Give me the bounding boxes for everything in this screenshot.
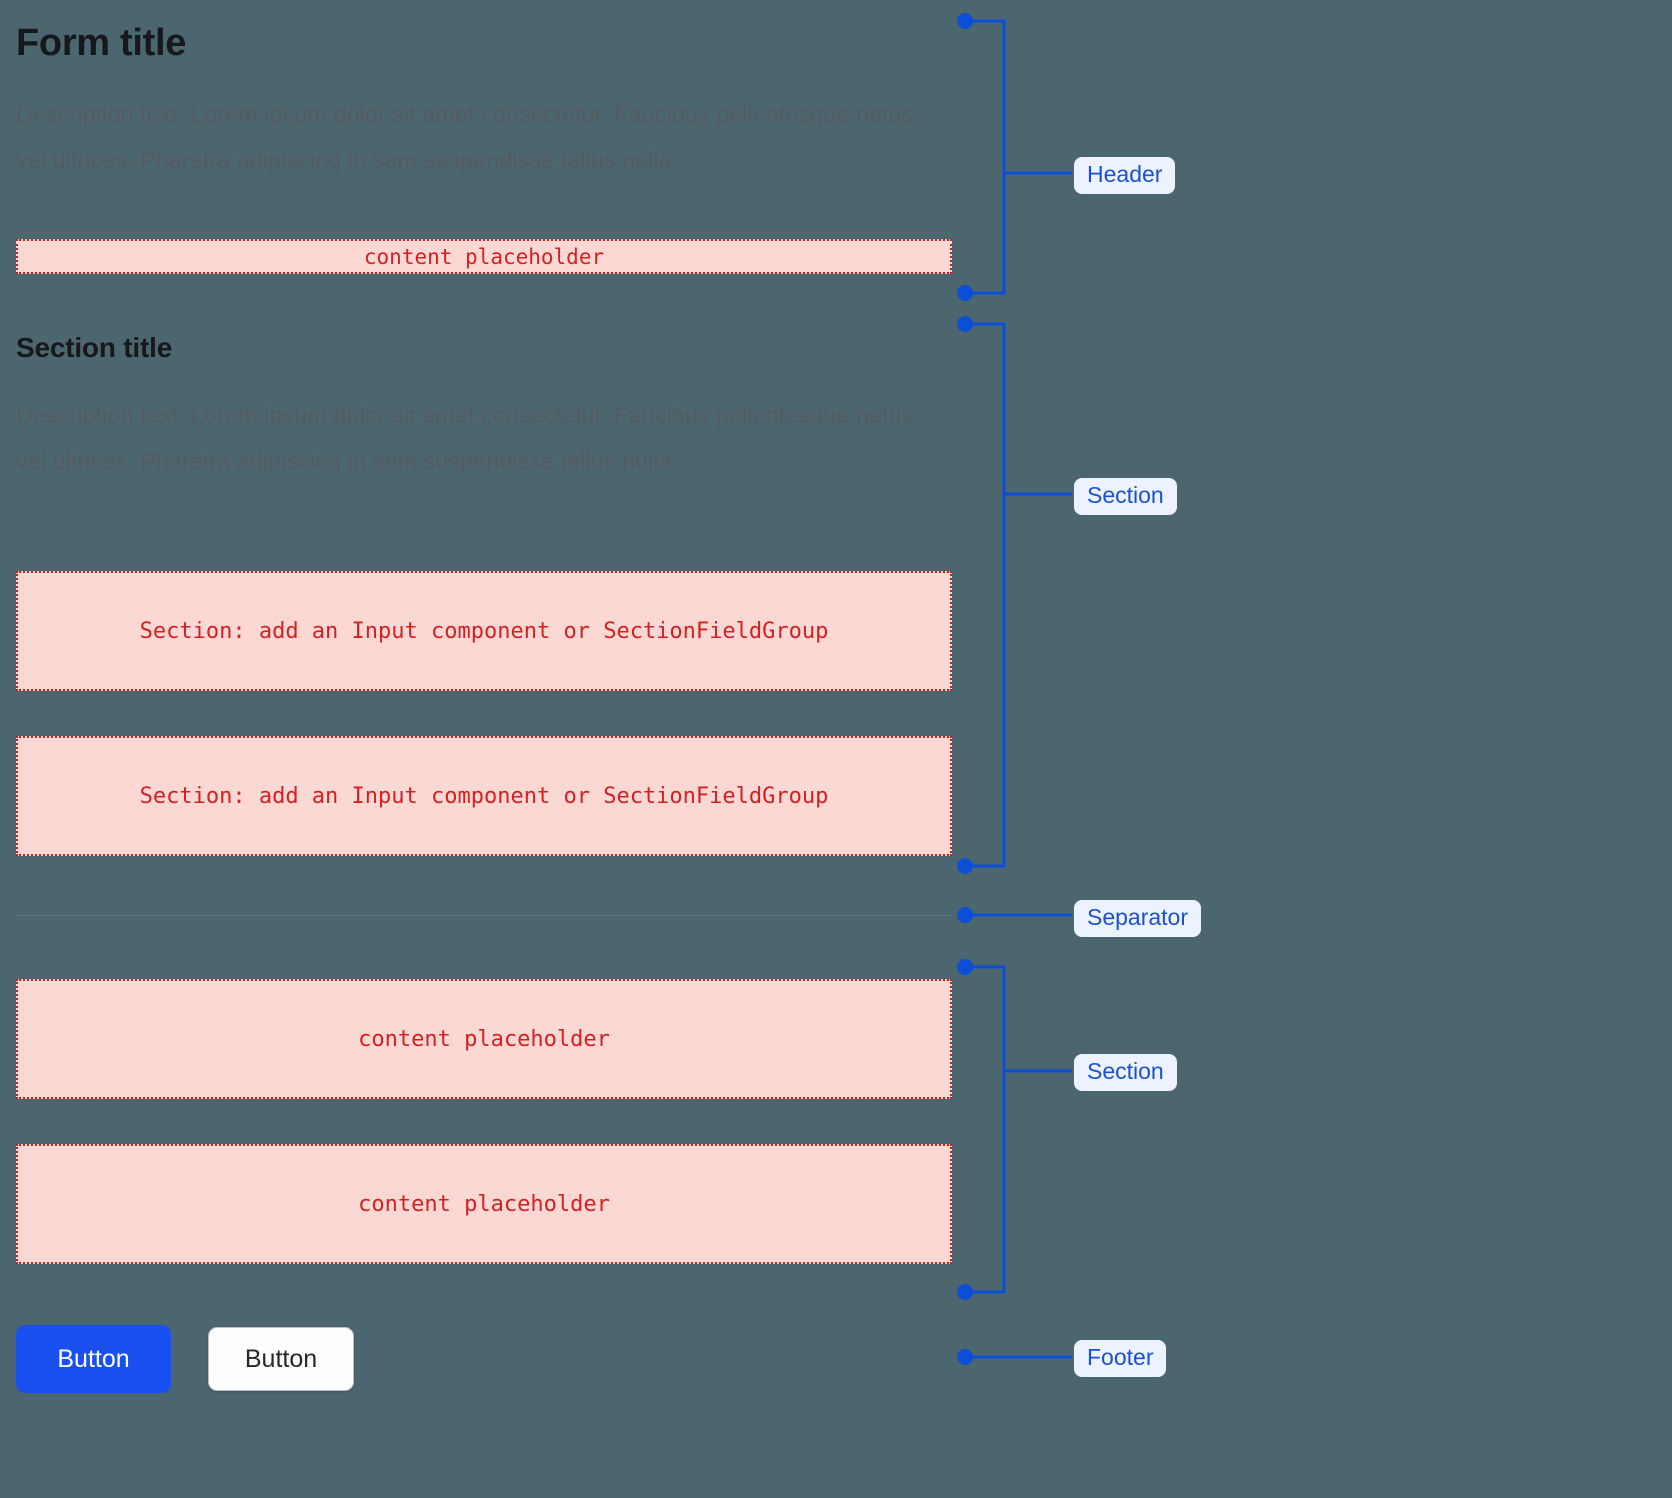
footer-actions: Button Button bbox=[16, 1325, 354, 1393]
anchor-dot bbox=[957, 316, 973, 332]
anchor-dot bbox=[957, 907, 973, 923]
anchor-dot bbox=[957, 858, 973, 874]
section-field-placeholder: Section: add an Input component or Secti… bbox=[16, 571, 952, 691]
anchor-dot bbox=[957, 285, 973, 301]
annotation-badge-header[interactable]: Header bbox=[1074, 157, 1176, 194]
annotation-badge-section-bottom[interactable]: Section bbox=[1074, 1054, 1177, 1091]
anchor-dot bbox=[957, 1284, 973, 1300]
section-title: Section title bbox=[16, 332, 173, 363]
header-bracket bbox=[965, 19, 1006, 295]
separator bbox=[16, 915, 952, 916]
section-top-bracket bbox=[965, 322, 1006, 868]
annotation-badge-separator[interactable]: Separator bbox=[1074, 900, 1202, 937]
secondary-button[interactable]: Button bbox=[208, 1327, 354, 1391]
page-title: Form title bbox=[16, 22, 187, 64]
anchor-dot bbox=[957, 1349, 973, 1365]
header-description: Description text. Lorem ipsum dolor sit … bbox=[16, 101, 914, 173]
section-description: Description text. Lorem ipsum dolor sit … bbox=[16, 402, 914, 474]
primary-button[interactable]: Button bbox=[16, 1325, 171, 1393]
anchor-dot bbox=[957, 959, 973, 975]
form-container: Form title Description text. Lorem ipsum… bbox=[16, 0, 952, 1498]
content-placeholder: content placeholder bbox=[16, 1144, 952, 1264]
header-content-placeholder: content placeholder bbox=[16, 239, 952, 274]
anchor-dot bbox=[957, 13, 973, 29]
section-bottom-bracket bbox=[965, 965, 1006, 1294]
annotation-badge-footer[interactable]: Footer bbox=[1074, 1340, 1167, 1377]
section-field-placeholder: Section: add an Input component or Secti… bbox=[16, 736, 952, 856]
annotation-badge-section-top[interactable]: Section bbox=[1074, 478, 1177, 515]
content-placeholder: content placeholder bbox=[16, 979, 952, 1099]
